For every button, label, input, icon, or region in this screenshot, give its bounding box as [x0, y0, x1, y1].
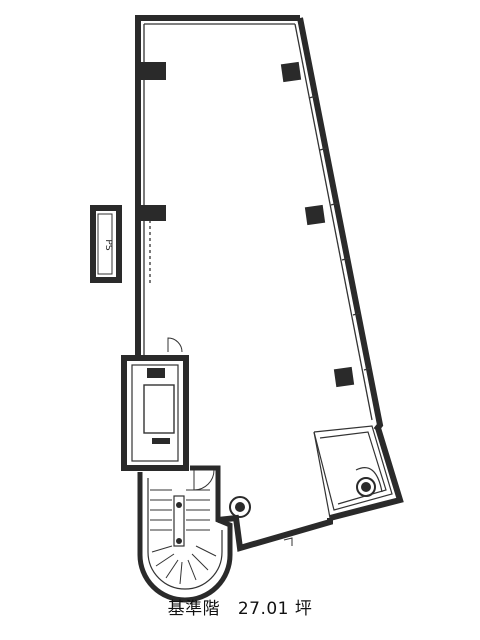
- stair-door-swing: [193, 469, 215, 491]
- ps-shaft: PS: [90, 205, 122, 283]
- window-mark: [330, 202, 339, 206]
- entry-door-mark: [283, 537, 293, 546]
- ps-shaft-inner: [97, 213, 113, 275]
- column: [141, 205, 166, 221]
- floor-caption: 基準階 27.01 坪: [0, 594, 480, 619]
- balcony-inner: [319, 431, 387, 505]
- wall-top-left: [135, 15, 300, 360]
- floor-name: 基準階: [167, 599, 221, 619]
- door-swing: [167, 337, 183, 353]
- stair-inner-wall: [147, 478, 223, 590]
- elevator-core-outline: [121, 355, 189, 471]
- stair-tread: [195, 545, 217, 557]
- stair-tread: [151, 545, 173, 553]
- column: [280, 61, 302, 83]
- column: [141, 62, 166, 80]
- stair-tread: [179, 561, 183, 585]
- wall-right-lower: [329, 427, 404, 521]
- drain-circle-inner: [361, 482, 371, 492]
- balcony-curve: [355, 467, 383, 493]
- stair-tread: [191, 553, 209, 571]
- wall-bottom: [217, 514, 333, 552]
- stair-outer-wall: [137, 465, 233, 603]
- window-mark: [319, 147, 328, 151]
- stair-post: [176, 538, 182, 544]
- column: [304, 204, 326, 226]
- ps-label: PS: [103, 239, 113, 250]
- balcony-outline: [313, 425, 393, 511]
- elevator-panel: [152, 438, 170, 444]
- stair-tread: [165, 559, 179, 579]
- elevator-hall-inner: [131, 364, 179, 462]
- drain-circle: [229, 496, 251, 518]
- floor-area-unit: 坪: [294, 599, 313, 619]
- window-mark: [352, 312, 361, 316]
- elevator-car: [143, 384, 175, 434]
- stair-post: [176, 502, 182, 508]
- ps-shaft-outline: [90, 205, 122, 283]
- window-mark: [308, 95, 317, 99]
- floor-area-value: 27.01: [237, 599, 289, 619]
- stairwell: [137, 465, 233, 603]
- elevator-door-block: [147, 368, 165, 378]
- window-mark: [363, 367, 372, 371]
- pipe-circles: [229, 477, 376, 518]
- stair-tread: [187, 559, 197, 581]
- balcony-divider: [313, 431, 331, 519]
- stair-newel: [173, 495, 185, 547]
- stair-treads: [150, 489, 217, 585]
- column: [333, 366, 355, 388]
- elevator-core: [121, 337, 189, 471]
- outer-walls: [135, 15, 404, 552]
- columns: [141, 61, 355, 388]
- drain-circle-inner: [235, 502, 245, 512]
- stair-tread: [155, 553, 175, 567]
- window-mark: [341, 257, 350, 261]
- inner-right-wall: [294, 23, 373, 421]
- balcony: [313, 425, 393, 519]
